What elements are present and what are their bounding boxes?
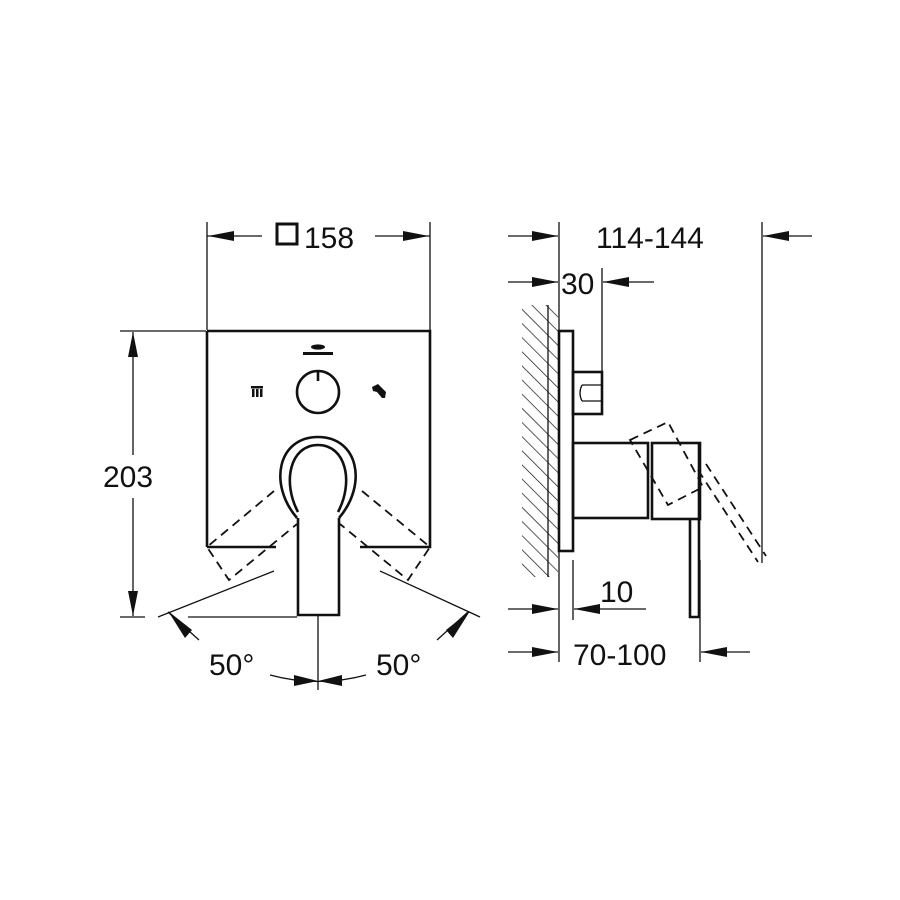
lever-depth-dimension: 70-100 bbox=[508, 639, 750, 672]
side-knob bbox=[571, 370, 604, 416]
width-dimension: 158 bbox=[206, 222, 431, 330]
height-dimension: 203 bbox=[103, 330, 206, 618]
knob-depth-dimension: 30 bbox=[508, 268, 654, 301]
left-angle-label: 50° bbox=[209, 649, 254, 682]
height-label: 203 bbox=[103, 461, 153, 494]
overall-depth-label: 114-144 bbox=[596, 222, 704, 255]
square-symbol-icon bbox=[275, 222, 299, 246]
side-lever bbox=[571, 441, 702, 619]
plate-thickness-label: 10 bbox=[600, 576, 633, 609]
bathtub-spout-icon bbox=[251, 386, 263, 397]
diverter-knob-icon bbox=[295, 369, 341, 415]
knob-depth-label: 30 bbox=[561, 268, 594, 301]
lever-handle bbox=[279, 435, 357, 617]
side-view: 114-144 30 10 70-100 bbox=[508, 222, 812, 672]
hand-shower-icon bbox=[372, 384, 386, 398]
side-lever-rotation-ghost bbox=[628, 420, 767, 563]
right-angle-label: 50° bbox=[376, 649, 421, 682]
side-plate bbox=[557, 329, 575, 553]
front-view: 158 203 bbox=[103, 222, 481, 690]
lever-rotation-ghost-left bbox=[205, 490, 298, 582]
cover-plate bbox=[207, 329, 432, 549]
width-label: 158 bbox=[304, 222, 354, 255]
angle-dimension: 50° 50° bbox=[157, 570, 481, 690]
overall-depth-dimension: 114-144 bbox=[508, 222, 812, 255]
wall-hatch bbox=[522, 305, 558, 577]
lever-rotation-ghost-right bbox=[339, 490, 432, 582]
plate-thickness-dimension: 10 bbox=[508, 576, 646, 614]
lever-depth-label: 70-100 bbox=[573, 639, 666, 672]
brand-logo-icon bbox=[303, 344, 333, 355]
